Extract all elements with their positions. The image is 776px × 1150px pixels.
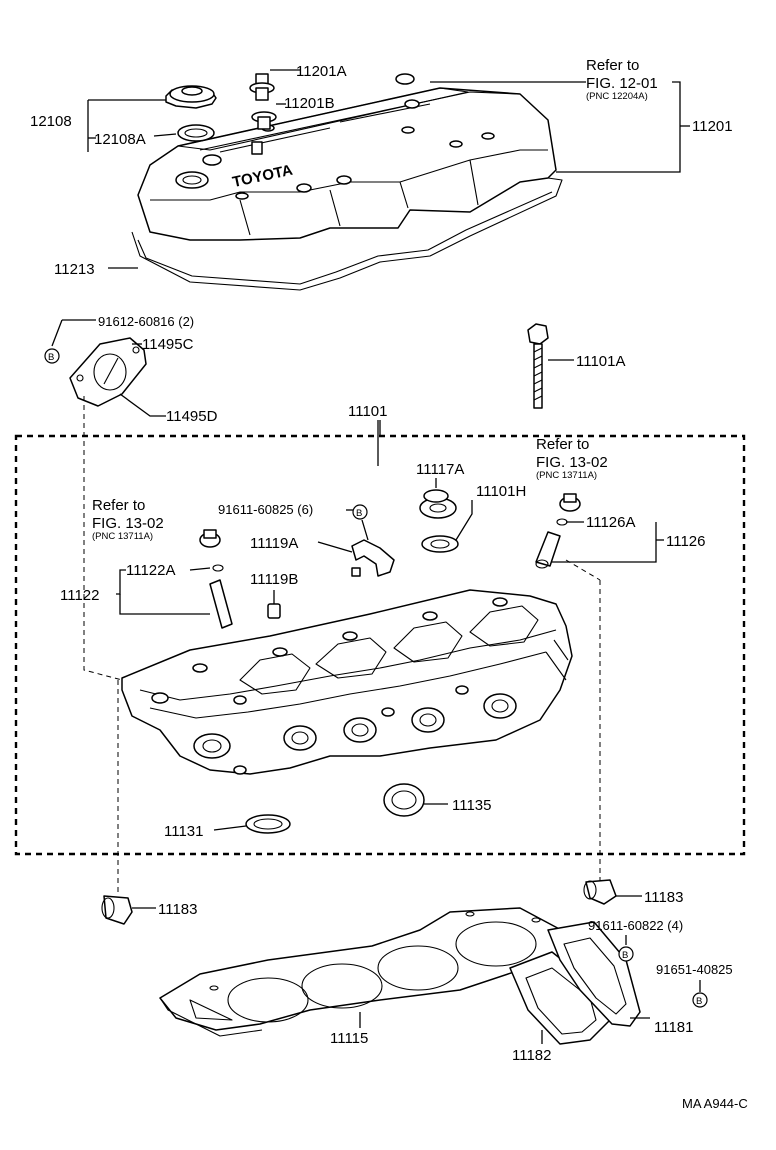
label-11495C: 11495C: [142, 336, 194, 353]
label-11131: 11131: [164, 823, 204, 840]
bolt-mark-91611-6: [352, 504, 368, 520]
label-11122: 11122: [60, 587, 100, 604]
plug-11183-right: [583, 879, 617, 905]
label-11183-right: 11183: [644, 889, 684, 906]
label-91611-60825: 91611-60825 (6): [218, 502, 313, 517]
gasket-11181: [547, 921, 641, 1027]
head-gasket-11115: [159, 907, 581, 1037]
label-12108: 12108: [30, 113, 72, 130]
cylinder-head-11101: [121, 589, 573, 775]
bolt-symbol: B: [622, 950, 628, 961]
right-ref-pnc: (PNC 13711A): [536, 470, 597, 481]
label-11181: 11181: [654, 1019, 694, 1036]
left-ref-pnc: (PNC 13711A): [92, 531, 153, 542]
union-11126: [535, 531, 561, 569]
clip-11126A: [556, 518, 568, 526]
label-11135: 11135: [452, 797, 492, 814]
clip-11122A: [212, 564, 224, 572]
pin-11119B: [267, 603, 281, 619]
bolt-symbol: B: [48, 352, 54, 363]
plug-left-ref: [199, 529, 221, 548]
right-ref-refer: Refer to: [536, 436, 589, 453]
bolt-symbol: B: [696, 996, 702, 1007]
oil-filler-cap-12108: [165, 85, 217, 142]
footer-code: MA A944-C: [682, 1096, 748, 1111]
bearing-cap-11119A: [351, 539, 395, 577]
label-11495D: 11495D: [166, 408, 218, 425]
bolt-mark-91651: [692, 992, 708, 1008]
grommet-11201B: [251, 111, 277, 155]
label-11115: 11115: [330, 1030, 368, 1047]
plug-11183-left: [101, 895, 133, 925]
cover-ref-pnc: (PNC 12204A): [586, 91, 648, 102]
left-ref-fig: FIG. 13-02: [92, 515, 164, 532]
label-11201B: 11201B: [284, 95, 335, 112]
label-11201: 11201: [692, 118, 733, 135]
bolt-mark-91612: [44, 348, 60, 364]
dowel-11119A: [351, 567, 361, 577]
label-11117A: 11117A: [416, 461, 464, 478]
label-91651-40825: 91651-40825: [656, 962, 733, 977]
label-91612-60816: 91612-60816 (2): [98, 314, 194, 329]
plug-right-ref: [559, 493, 581, 512]
label-11201A: 11201A: [296, 63, 347, 80]
label-91611-60822: 91611-60822 (4): [588, 918, 683, 933]
left-ref-refer: Refer to: [92, 497, 145, 514]
bolt-symbol: B: [356, 508, 362, 519]
label-11183-left: 11183: [158, 901, 198, 918]
label-11126A: 11126A: [586, 514, 636, 531]
grommet-11201A: [249, 73, 275, 101]
head-bolt-11101A: [527, 323, 549, 409]
seal-11131: [245, 814, 291, 834]
label-11126: 11126: [666, 533, 706, 550]
label-12108A: 12108A: [94, 131, 146, 148]
gasket-11101H: [421, 535, 459, 553]
label-11119B: 11119B: [250, 571, 298, 588]
label-11101A: 11101A: [576, 353, 626, 370]
cover-gasket-11213: [131, 177, 563, 291]
valve-guide-11122: [209, 579, 233, 629]
label-11119A: 11119A: [250, 535, 298, 552]
plug-11495C: [69, 337, 147, 407]
plug-11117A: [419, 489, 457, 519]
seal-11135: [383, 783, 425, 817]
cylinder-head-cover-11201: TOYOTA: [137, 73, 557, 241]
label-11182: 11182: [512, 1047, 552, 1064]
label-11101H: 11101H: [476, 483, 526, 500]
cover-ref-refer: Refer to: [586, 57, 639, 74]
label-11213: 11213: [54, 261, 95, 278]
right-ref-fig: FIG. 13-02: [536, 454, 608, 471]
label-11101: 11101: [348, 403, 388, 420]
label-11122A: 11122A: [126, 562, 176, 579]
cover-ref-fig: FIG. 12-01: [586, 75, 658, 92]
bolt-mark-91611-4: [618, 946, 634, 962]
